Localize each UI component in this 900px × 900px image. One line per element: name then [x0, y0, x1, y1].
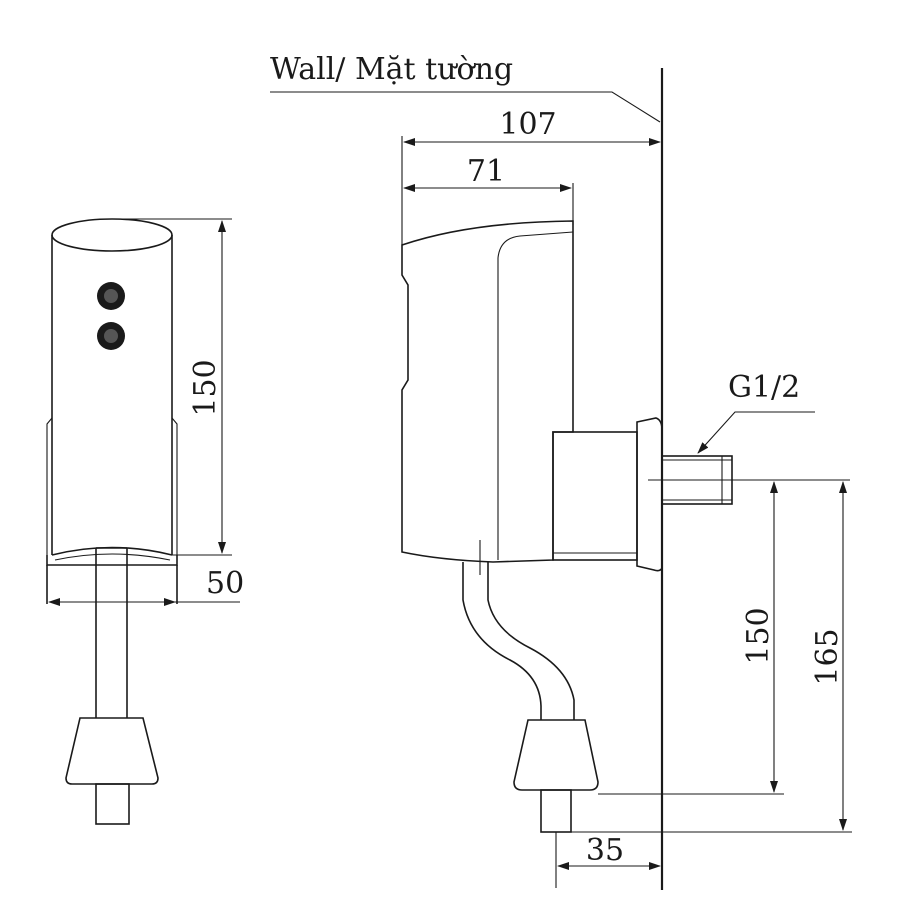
body-top-ellipse [51, 218, 173, 252]
base-cap [46, 555, 178, 566]
thread-size-leader [697, 411, 815, 454]
sensor-eye-lower-lens [104, 329, 118, 343]
wall-leader [270, 91, 661, 123]
dim-body-depth-label: 71 [467, 154, 505, 189]
dim-offset-label: 35 [586, 833, 624, 868]
dim-total-height-label: 165 [810, 628, 845, 685]
side-pipe-tail [540, 789, 572, 833]
dim-outlet-height-label: 150 [741, 607, 776, 664]
wall-flange [636, 417, 663, 572]
dim-front-width-label: 50 [206, 566, 244, 601]
dim-total-depth-label: 107 [499, 107, 556, 142]
thread-size-label: G1/2 [728, 370, 800, 405]
faucet-body-inner-contour [497, 231, 574, 560]
wall-label: Wall/ Mặt tường [270, 52, 513, 87]
body-right-notch [171, 417, 178, 555]
faucet-body-outline [401, 220, 574, 563]
dim-front-height-label: 150 [188, 359, 223, 416]
front-view: 150 50 [46, 218, 244, 825]
wall-connector-block [552, 431, 638, 561]
pipe-tail [95, 783, 130, 825]
supply-hose-right [487, 562, 575, 720]
base-cap-inner [54, 553, 171, 561]
side-view: Wall/ Mặt tường 107 71 G1/2 [270, 52, 852, 890]
pipe-nut [65, 717, 159, 785]
sensor-eye-upper-lens [104, 289, 118, 303]
side-pipe-nut [513, 719, 599, 791]
body-left-notch [46, 417, 53, 555]
supply-hose-left [462, 562, 542, 720]
